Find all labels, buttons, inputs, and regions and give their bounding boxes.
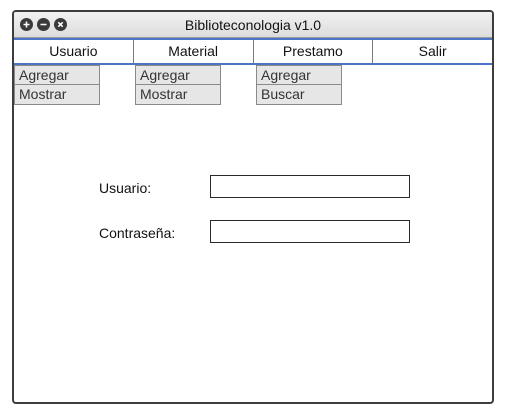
menu-item-salir[interactable]: Salir (418, 43, 447, 59)
app-window: Biblioteconologia v1.0 Usuario Material … (12, 10, 494, 404)
user-input[interactable] (210, 175, 410, 198)
submenu-prestamo: Agregar Buscar (256, 65, 342, 105)
prestamo-buscar-button[interactable]: Buscar (256, 85, 342, 105)
window-controls (20, 18, 67, 31)
submenu-usuario: Agregar Mostrar (14, 65, 100, 105)
password-label: Contraseña: (99, 225, 176, 241)
add-icon[interactable] (20, 18, 33, 31)
menu-bar: Usuario Material Prestamo Salir (14, 38, 492, 65)
password-input[interactable] (210, 220, 410, 243)
user-label: Usuario: (99, 180, 152, 196)
minimize-icon[interactable] (37, 18, 50, 31)
menu-item-material[interactable]: Material (134, 40, 254, 63)
menu-item-prestamo[interactable]: Prestamo (254, 40, 374, 63)
usuario-agregar-button[interactable]: Agregar (14, 65, 100, 85)
close-icon[interactable] (54, 18, 67, 31)
window-title: Biblioteconologia v1.0 (184, 17, 322, 33)
usuario-mostrar-button[interactable]: Mostrar (14, 85, 100, 105)
menu-item-usuario[interactable]: Usuario (14, 40, 134, 63)
prestamo-agregar-button[interactable]: Agregar (256, 65, 342, 85)
material-mostrar-button[interactable]: Mostrar (135, 85, 221, 105)
material-agregar-button[interactable]: Agregar (135, 65, 221, 85)
submenu-material: Agregar Mostrar (135, 65, 221, 105)
title-bar: Biblioteconologia v1.0 (14, 12, 492, 38)
